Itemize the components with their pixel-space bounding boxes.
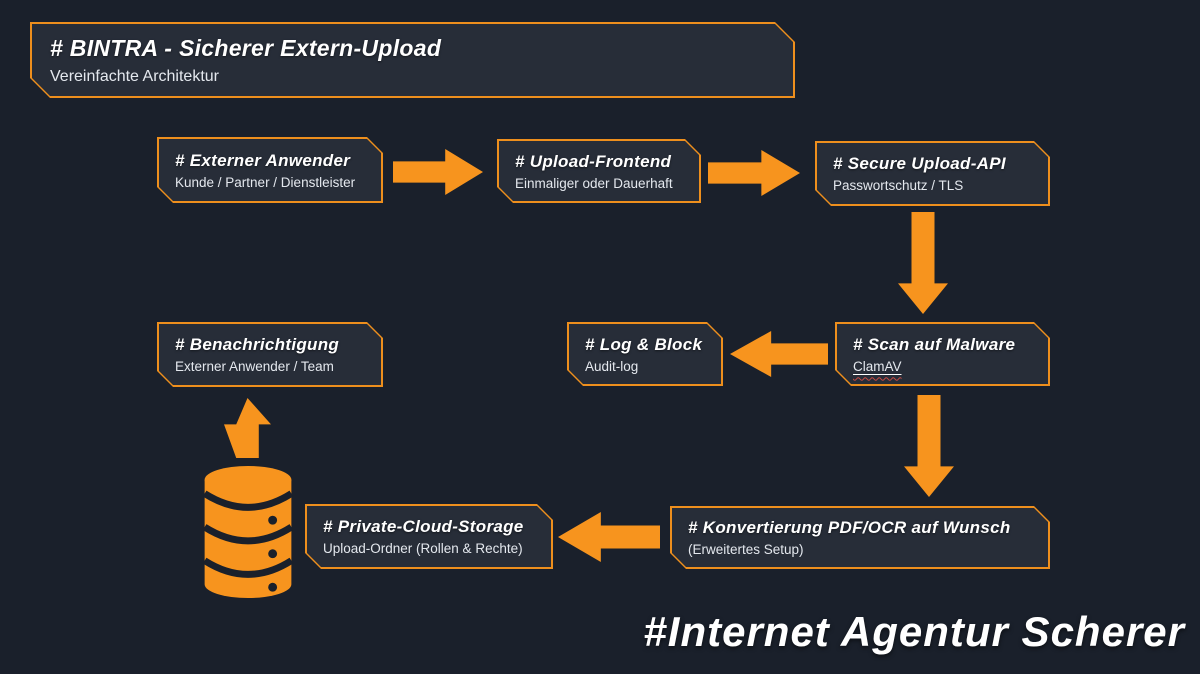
node-upload-frontend-inner: # Upload-Frontend Einmaliger oder Dauerh… xyxy=(499,141,699,201)
clamav-link-text: ClamAV xyxy=(853,358,902,374)
node-log-block-inner: # Log & Block Audit-log xyxy=(569,324,721,384)
arrow-down-api-to-scan xyxy=(898,212,948,314)
node-subtitle: Einmaliger oder Dauerhaft xyxy=(515,175,673,191)
node-externer-anwender: # Externer Anwender Kunde / Partner / Di… xyxy=(157,137,383,203)
node-konvertierung: # Konvertierung PDF/OCR auf Wunsch (Erwe… xyxy=(670,506,1050,569)
node-subtitle: Externer Anwender / Team xyxy=(175,359,334,374)
diagram-title: # BINTRA - Sicherer Extern-Upload xyxy=(50,34,442,61)
arrow-down-scan-to-konvertierung xyxy=(904,395,954,497)
node-title: # Konvertierung PDF/OCR auf Wunsch xyxy=(688,518,1011,537)
node-title: # Log & Block xyxy=(585,334,703,354)
node-title: # Scan auf Malware xyxy=(853,334,1016,354)
node-secure-upload-api-inner: # Secure Upload-API Passwortschutz / TLS xyxy=(817,143,1048,204)
node-title: # Upload-Frontend xyxy=(515,151,672,171)
node-secure-upload-api: # Secure Upload-API Passwortschutz / TLS xyxy=(815,141,1050,206)
node-subtitle: Audit-log xyxy=(585,358,639,374)
node-title: # Private-Cloud-Storage xyxy=(323,517,524,536)
arrow-right-anwender-to-frontend xyxy=(393,149,483,195)
node-private-cloud-storage: # Private-Cloud-Storage Upload-Ordner (R… xyxy=(305,504,553,569)
node-subtitle: Upload-Ordner (Rollen & Rechte) xyxy=(323,541,523,556)
arrow-up-database-to-benachrichtigung xyxy=(224,398,271,458)
node-title: # Externer Anwender xyxy=(175,150,351,170)
node-subtitle: Passwortschutz / TLS xyxy=(833,178,964,193)
diagram-title-box-inner: # BINTRA - Sicherer Extern-Upload Verein… xyxy=(32,24,793,96)
arrow-right-frontend-to-api xyxy=(708,150,800,196)
node-log-block: # Log & Block Audit-log xyxy=(567,322,723,386)
arrow-left-konvertierung-to-storage xyxy=(558,512,660,562)
node-scan-auf-malware-inner: # Scan auf Malware ClamAV xyxy=(837,324,1048,384)
diagram-subtitle: Vereinfachte Architektur xyxy=(50,67,219,85)
node-upload-frontend: # Upload-Frontend Einmaliger oder Dauerh… xyxy=(497,139,701,203)
clamav-link[interactable]: ClamAV xyxy=(853,359,902,374)
node-benachrichtigung: # Benachrichtigung Externer Anwender / T… xyxy=(157,322,383,387)
database-icon xyxy=(202,465,294,599)
diagram-title-box: # BINTRA - Sicherer Extern-Upload Verein… xyxy=(30,22,795,98)
node-externer-anwender-inner: # Externer Anwender Kunde / Partner / Di… xyxy=(159,139,381,201)
node-subtitle: Kunde / Partner / Dienstleister xyxy=(175,174,356,190)
arrow-left-scan-to-log xyxy=(730,331,828,377)
node-private-cloud-storage-inner: # Private-Cloud-Storage Upload-Ordner (R… xyxy=(307,506,551,567)
agency-watermark: #Internet Agentur Scherer xyxy=(643,608,1185,655)
node-scan-auf-malware: # Scan auf Malware ClamAV xyxy=(835,322,1050,386)
node-subtitle: (Erweitertes Setup) xyxy=(688,542,804,557)
node-subtitle: ClamAV xyxy=(853,359,1032,374)
node-konvertierung-inner: # Konvertierung PDF/OCR auf Wunsch (Erwe… xyxy=(672,508,1048,567)
node-title: # Benachrichtigung xyxy=(175,335,340,354)
node-benachrichtigung-inner: # Benachrichtigung Externer Anwender / T… xyxy=(159,324,381,385)
node-title: # Secure Upload-API xyxy=(833,154,1006,173)
